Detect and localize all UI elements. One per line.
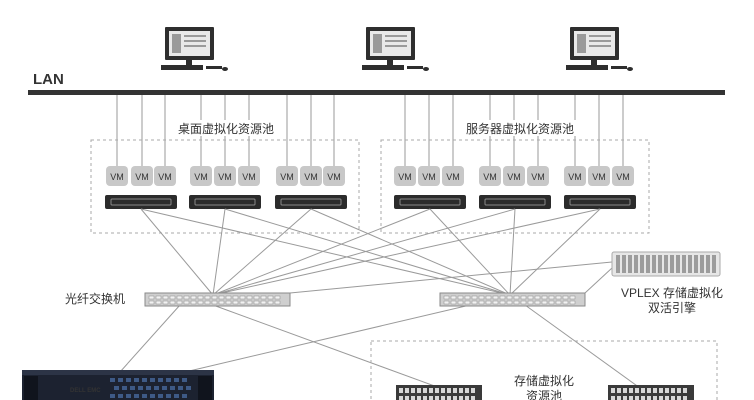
rack-server-icon <box>564 195 636 209</box>
fibre-switch-left <box>144 292 291 307</box>
vm-tile: VM <box>131 166 153 186</box>
rack-server-icon <box>105 195 177 209</box>
svg-text:VM: VM <box>483 172 497 182</box>
rack-server-icon <box>189 195 261 209</box>
storage-pool-label-line1: 存储虚拟化 <box>514 373 574 388</box>
fibre-links <box>119 208 641 389</box>
rack-servers <box>105 195 636 209</box>
vm-tiles: VM VM VM VM VM VM VM VM VM VM VM VM VM V… <box>106 166 634 186</box>
fibre-switch-right <box>439 292 586 307</box>
vm-tile: VM <box>106 166 128 186</box>
svg-text:VM: VM <box>446 172 460 182</box>
workstation-2 <box>362 27 429 71</box>
fibre-switch-label: 光纤交换机 <box>65 291 125 306</box>
lan-label: LAN <box>33 71 64 88</box>
vplex-label-line1: VPLEX 存储虚拟化 <box>621 285 723 300</box>
svg-text:VM: VM <box>194 172 208 182</box>
vm-tile: VM <box>527 166 549 186</box>
workstation-3 <box>566 27 633 71</box>
svg-text:VM: VM <box>242 172 256 182</box>
desktop-pool-box <box>90 139 360 234</box>
svg-text:VM: VM <box>568 172 582 182</box>
svg-text:VM: VM <box>327 172 341 182</box>
desktop-pool-label: 桌面虚拟化资源池 <box>178 122 274 136</box>
rack-server-icon <box>275 195 347 209</box>
vplex-engine <box>611 251 721 277</box>
workstation-1 <box>161 27 228 71</box>
rack-server-icon <box>479 195 551 209</box>
storage-pool-label-line2: 资源池 <box>526 389 562 400</box>
vm-tile: VM <box>564 166 586 186</box>
svg-text:VM: VM <box>398 172 412 182</box>
svg-text:VM: VM <box>218 172 232 182</box>
dell-emc-array: DELL EMC <box>22 370 214 400</box>
vm-tile: VM <box>154 166 176 186</box>
vm-tile: VM <box>479 166 501 186</box>
svg-text:VM: VM <box>422 172 436 182</box>
vplex-label-line2: 双活引擎 <box>648 300 696 315</box>
server-pool-label: 服务器虚拟化资源池 <box>466 121 574 136</box>
svg-text:VM: VM <box>135 172 149 182</box>
dell-emc-logo: DELL EMC <box>70 388 101 394</box>
rack-server-icon <box>394 195 466 209</box>
svg-text:VM: VM <box>110 172 124 182</box>
vm-tile: VM <box>418 166 440 186</box>
vm-tile: VM <box>588 166 610 186</box>
svg-text:VM: VM <box>158 172 172 182</box>
vm-tile: VM <box>214 166 236 186</box>
vm-tile: VM <box>300 166 322 186</box>
lan-bus <box>28 90 725 95</box>
vm-tile: VM <box>442 166 464 186</box>
svg-text:VM: VM <box>507 172 521 182</box>
vm-tile: VM <box>238 166 260 186</box>
vm-tile: VM <box>276 166 298 186</box>
storage-pool-box <box>370 340 718 400</box>
svg-text:VM: VM <box>616 172 630 182</box>
vm-tile: VM <box>190 166 212 186</box>
storage-unit-right <box>608 385 694 400</box>
server-pool-box <box>380 139 650 234</box>
svg-text:VM: VM <box>280 172 294 182</box>
vm-tile: VM <box>612 166 634 186</box>
svg-text:VM: VM <box>531 172 545 182</box>
storage-unit-left <box>396 385 482 400</box>
vm-tile: VM <box>503 166 525 186</box>
vm-tile: VM <box>394 166 416 186</box>
svg-text:VM: VM <box>304 172 318 182</box>
vm-tile: VM <box>323 166 345 186</box>
svg-text:VM: VM <box>592 172 606 182</box>
